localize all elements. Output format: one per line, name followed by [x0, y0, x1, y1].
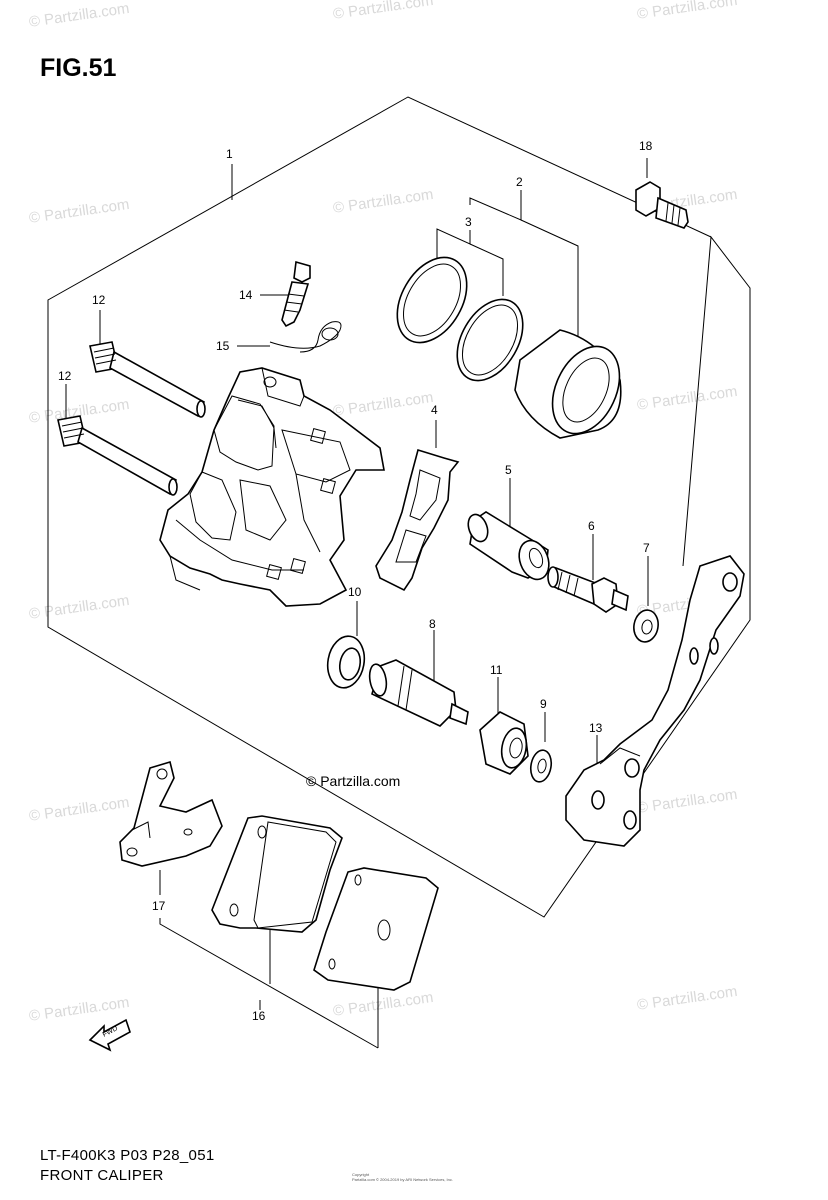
- leader-2b: [520, 219, 579, 348]
- part-3-seals: [396, 256, 524, 382]
- part-16-pad-right: [313, 867, 439, 991]
- copyright-line-2: Partzilla.com © 2004-2019 by ARI Network…: [352, 1177, 453, 1182]
- callout-16: 16: [252, 1009, 266, 1023]
- leader-3b: [469, 243, 504, 296]
- callout-7: 7: [643, 541, 650, 555]
- callout-6: 6: [588, 519, 595, 533]
- figure-code: LT-F400K3 P03 P28_051: [40, 1147, 215, 1164]
- callout-5: 5: [505, 463, 512, 477]
- callout-3: 3: [465, 215, 472, 229]
- figure-title: FIG.51: [40, 54, 117, 82]
- callout-4: 4: [431, 403, 438, 417]
- callout-18: 18: [639, 139, 653, 153]
- part-10-boot: [326, 635, 366, 689]
- callout-11: 11: [490, 663, 503, 677]
- leader-2a: [469, 190, 522, 221]
- part-13-caliper-bracket: [565, 555, 745, 847]
- part-15-clip: [269, 321, 342, 353]
- part-17-shim: [119, 760, 223, 867]
- part-8-slide-pin: [368, 659, 469, 727]
- part-2-piston: [514, 329, 622, 439]
- part-6-sleeve-bolt: [547, 566, 629, 613]
- part-14-bleeder-screw: [281, 260, 311, 328]
- part-12-pin-lower: [57, 415, 178, 496]
- callout-14: 14: [239, 288, 253, 302]
- part-18-bolt: [635, 181, 689, 229]
- callout-13: 13: [589, 721, 603, 735]
- caliper-body: [159, 367, 385, 607]
- assembly-outline: [47, 96, 751, 918]
- callout-12-lower: 12: [58, 369, 72, 383]
- callout-9: 9: [540, 697, 547, 711]
- callout-17: 17: [152, 899, 166, 913]
- copyright-line-1: Copyright: [352, 1172, 370, 1177]
- callout-12-upper: 12: [92, 293, 106, 307]
- part-4-pad-spring: [375, 448, 460, 592]
- part-16-pad-left: [211, 815, 343, 933]
- leader-16-17: [159, 918, 379, 1049]
- part-7-washer: [633, 609, 659, 643]
- callout-10: 10: [348, 585, 362, 599]
- part-11-boot: [479, 711, 529, 775]
- figure-name: FRONT CALIPER: [40, 1167, 164, 1184]
- part-5-bushing: [467, 511, 550, 581]
- part-9-washer: [529, 749, 553, 783]
- center-watermark: © Partzilla.com: [306, 773, 401, 789]
- leader-3a: [436, 228, 471, 262]
- copyright-note: Copyright Partzilla.com © 2004-2019 by A…: [352, 1172, 453, 1182]
- fwd-arrow-icon: FWD: [88, 1018, 131, 1052]
- part-12-pin-upper: [89, 341, 206, 418]
- callout-1: 1: [226, 147, 233, 161]
- callout-8: 8: [429, 617, 436, 631]
- callout-15: 15: [216, 339, 230, 353]
- callout-2: 2: [516, 175, 523, 189]
